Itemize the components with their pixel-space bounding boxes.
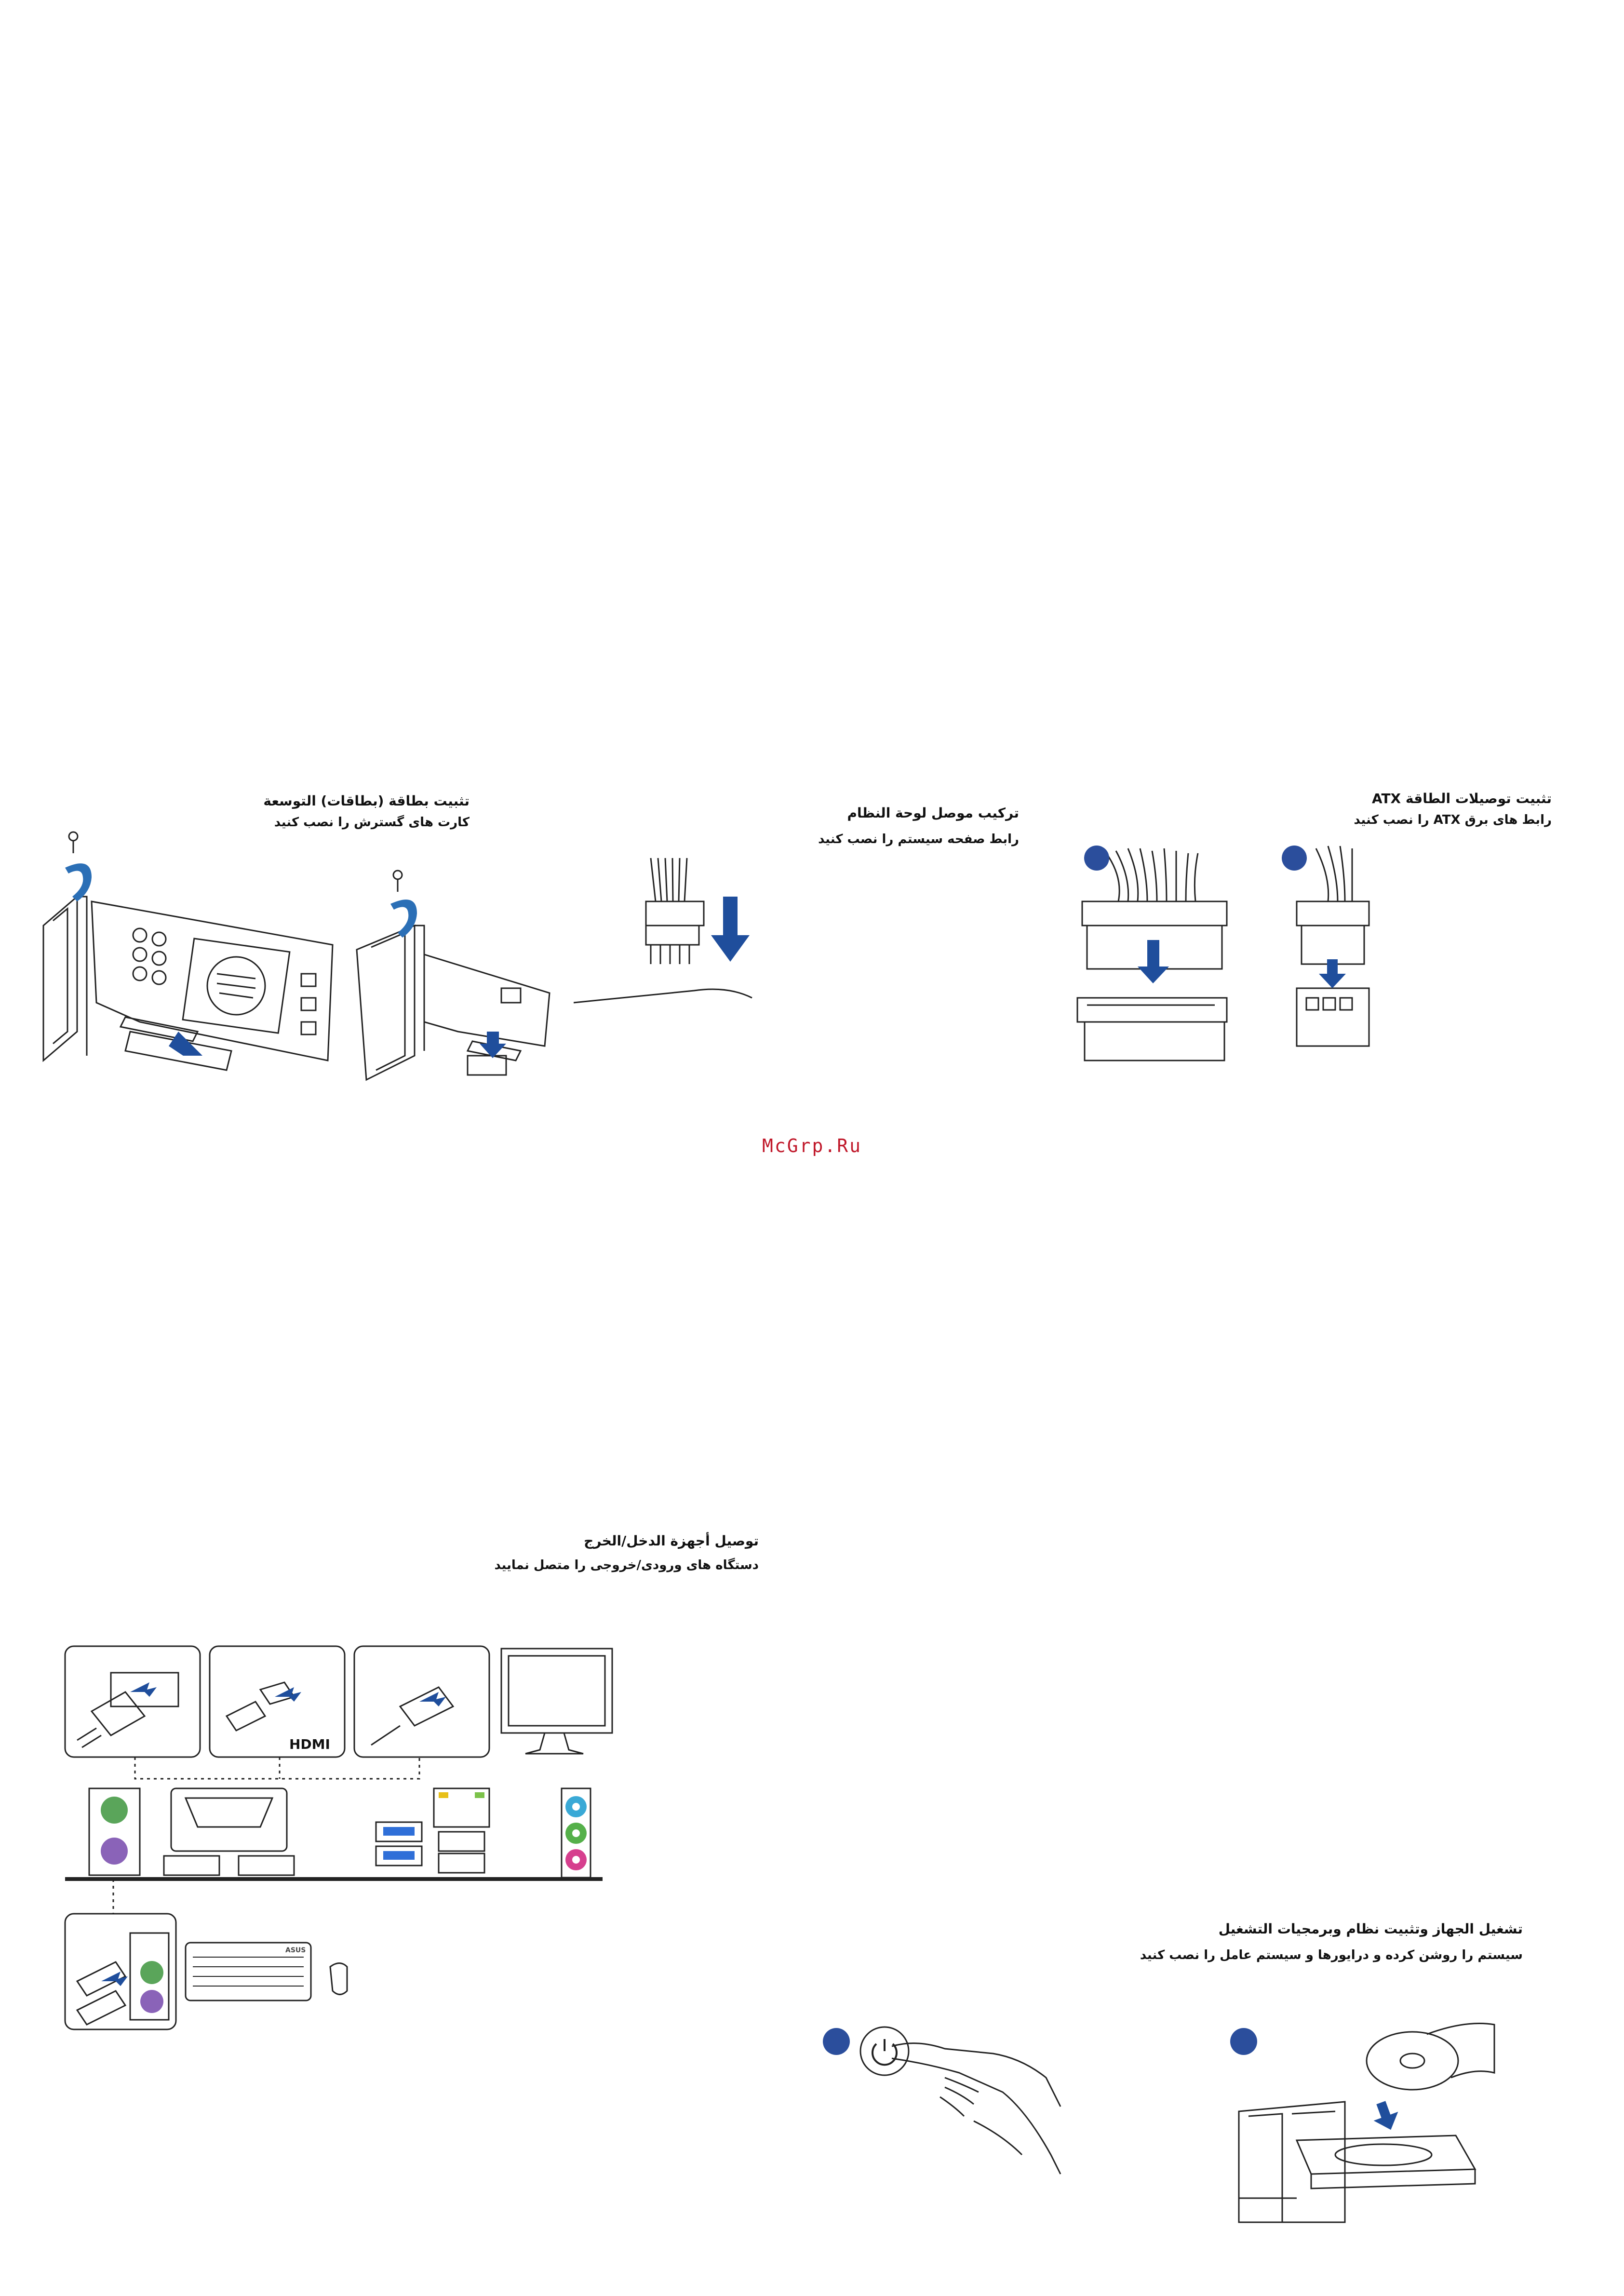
down-arrow-icon: [1319, 959, 1346, 988]
expansion-heading-fa: کارت های گسترش را نصب کنید: [274, 815, 470, 830]
optical-disc-drawing: [1366, 2031, 1459, 2091]
mouse-drawing: [329, 1962, 348, 1995]
panel-heading-fa: رابط صفحه سیستم را نصب کنید: [818, 832, 1019, 846]
poweron-heading-ar: تشغيل الجهاز وتثبيت نظام وبرمجيات التشغي…: [1218, 1921, 1523, 1937]
panel-connector-illustration: [574, 858, 752, 1004]
rotate-arrow-icon: [390, 900, 417, 938]
step-badge-icon: [1230, 2028, 1257, 2055]
panel-heading-ar: تركيب موصل لوحة النظام: [847, 805, 1019, 821]
atx-heading-fa: رابط های برق ATX را نصب کنید: [1354, 813, 1552, 827]
atx-heading-ar: تثبيت توصيلات الطاقة ATX: [1371, 791, 1552, 806]
poweron-heading-fa: سیستم را روشن کرده و درایورها و سیستم عا…: [1140, 1948, 1523, 1962]
ps2-mouse-port-icon: [101, 1797, 128, 1824]
poweron-heading: تشغيل الجهاز وتثبيت نظام وبرمجيات التشغي…: [993, 1919, 1523, 1966]
io-heading-fa: دستگاه های ورودی/خروجی را متصل نمایید: [494, 1558, 759, 1572]
screw-icon: [68, 831, 79, 842]
expansion-heading-ar: تثبيت بطاقة (بطاقات) التوسعة: [263, 793, 470, 809]
io-heading: توصيل أجهزة الدخل/الخرج دستگاه های ورودی…: [325, 1531, 759, 1576]
hdmi-callout: [209, 1645, 346, 1758]
atx-heading: تثبيت توصيلات الطاقة ATX رابط های برق AT…: [1214, 788, 1552, 831]
rotate-arrow-icon: [65, 863, 92, 901]
io-drawing: HDMI ASUS: [64, 1645, 613, 2030]
io-illustration: HDMI ASUS: [63, 1644, 617, 2058]
hand-drawing: [891, 2042, 1061, 2107]
io-heading-ar: توصيل أجهزة الدخل/الخرج: [584, 1533, 759, 1549]
displayport-callout: [353, 1645, 490, 1758]
step-badge-icon: [823, 2028, 850, 2055]
down-arrow-icon: [480, 1032, 506, 1058]
ps2-keyboard-port-icon: [101, 1838, 128, 1865]
expansion-heading: تثبيت بطاقة (بطاقات) التوسعة کارت های گس…: [132, 791, 470, 833]
down-arrow-icon: [711, 897, 750, 962]
hdmi-logo: HDMI: [289, 1736, 330, 1752]
os-install-illustration: [1230, 2023, 1495, 2223]
usb3-port-icon: [383, 1851, 415, 1860]
down-arrow-icon: [1373, 2101, 1398, 2130]
watermark: McGrp.Ru: [762, 1135, 862, 1156]
panel-heading: تركيب موصل لوحة النظام رابط صفحه سیستم ر…: [682, 803, 1019, 850]
pc-case-drawing: [1238, 2101, 1346, 2223]
atx-power-illustration: [1076, 846, 1370, 1061]
optical-tray-drawing: [1295, 2135, 1476, 2175]
down-arrow-icon: [1138, 940, 1169, 983]
screw-icon: [392, 870, 403, 880]
keyboard-drawing: [185, 1942, 312, 2001]
keyboard-brand: ASUS: [285, 1947, 306, 1954]
vga-callout: [64, 1645, 201, 1758]
usb3-port-icon: [383, 1827, 415, 1836]
step-badge-icon: [1084, 846, 1109, 871]
small-card-drawing: [356, 924, 550, 1081]
power-button-illustration: [823, 2026, 1061, 2175]
step-badge-icon: [1282, 846, 1307, 871]
power-button-drawing: [859, 2026, 910, 2076]
expansion-card-illustration: [42, 831, 550, 1081]
ps2-callout: [64, 1913, 177, 2030]
down-arrow-icon: [169, 1032, 202, 1056]
